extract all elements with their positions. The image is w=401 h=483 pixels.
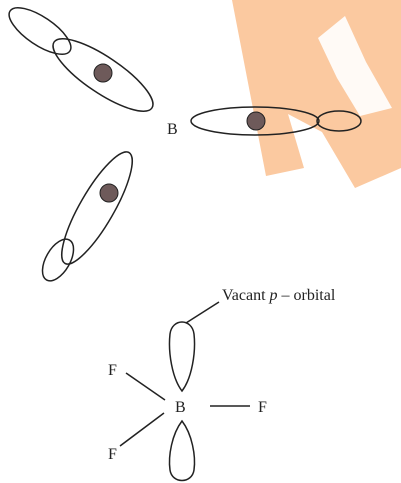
bond-lower-left: [119, 412, 165, 447]
bf3-diagram: [119, 301, 250, 482]
central-atom-label-top: B: [167, 121, 178, 138]
vacant-p-orbital-upper-lobe: [168, 321, 196, 393]
vacant-p-orbital-lower-lobe: [168, 419, 196, 482]
nucleus-lower-left: [99, 183, 119, 203]
watermark-logo: [232, 0, 401, 188]
bond-upper-left: [125, 372, 166, 401]
vacant-label-p: p: [269, 287, 278, 304]
fluorine-label-lower: F: [108, 446, 117, 463]
orbital-lobe-upper-left-inner: [52, 38, 154, 112]
vacant-label-suffix: – orbital: [278, 287, 336, 304]
orbital-lobe-upper-left-outer: [8, 7, 72, 55]
vacant-orbital-pointer-line: [185, 301, 220, 324]
sp2-hybrid-diagram: [8, 7, 362, 282]
central-atom-label-bottom: B: [175, 399, 186, 416]
fluorine-label-right: F: [258, 399, 267, 416]
fluorine-label-upper: F: [108, 362, 117, 379]
nuclei: [93, 63, 266, 203]
orbital-lobe-right-outer: [316, 110, 362, 132]
watermark-highlight: [318, 16, 392, 116]
nucleus-upper-left: [93, 63, 113, 83]
orbital-lobe-lower-left-outer: [41, 238, 75, 282]
nucleus-right: [246, 111, 266, 131]
orbital-lobe-lower-left-inner: [61, 151, 133, 265]
vacant-label-prefix: Vacant: [222, 287, 270, 304]
orbital-lobe-right-inner: [190, 106, 320, 136]
vacant-orbital-label: Vacant p – orbital: [222, 287, 336, 304]
